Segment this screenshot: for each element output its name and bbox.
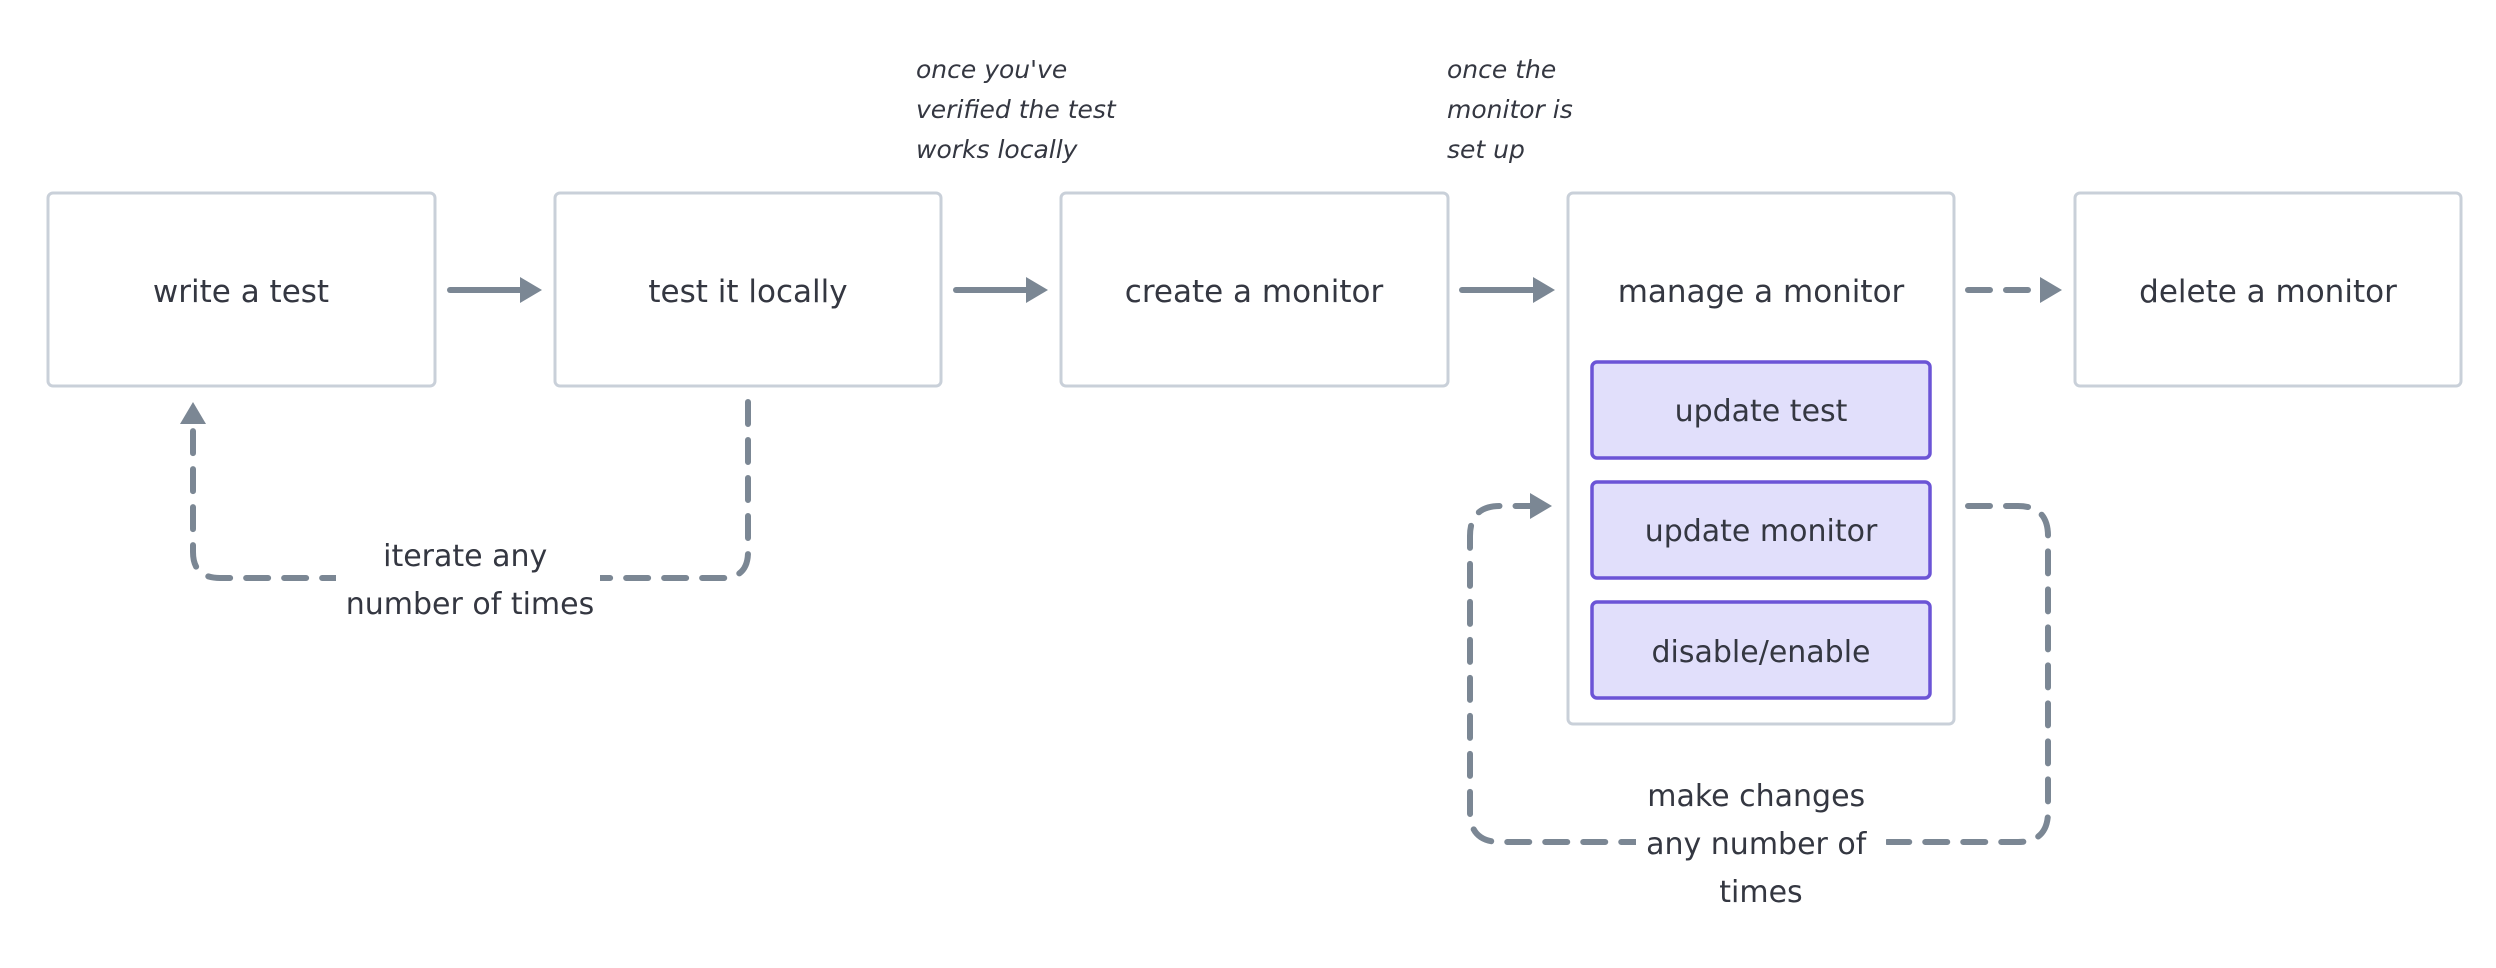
step-create-monitor: create a monitor bbox=[1059, 191, 1450, 388]
step-label: manage a monitor bbox=[1618, 274, 1905, 310]
action-update-test: update test bbox=[1590, 360, 1932, 460]
action-label: update test bbox=[1675, 394, 1848, 429]
action-disable-enable: disable/enable bbox=[1590, 600, 1932, 700]
note-monitor-set-up: once the monitor is set up bbox=[1447, 55, 1581, 164]
step-label: delete a monitor bbox=[2139, 274, 2397, 310]
arrow-test-to-create bbox=[953, 277, 1048, 303]
action-update-monitor: update monitor bbox=[1590, 480, 1932, 580]
loop-label-mask bbox=[336, 528, 600, 628]
action-box bbox=[1590, 600, 1932, 700]
step-box bbox=[553, 191, 943, 388]
action-box bbox=[1590, 480, 1932, 580]
arrow-manage-to-delete bbox=[1965, 277, 2062, 303]
step-label: create a monitor bbox=[1125, 274, 1384, 310]
step-label: test it locally bbox=[648, 274, 847, 310]
action-label: disable/enable bbox=[1651, 635, 1870, 670]
step-test-locally: test it locally bbox=[553, 191, 943, 388]
loop-label-mask bbox=[1636, 770, 1886, 920]
step-label: write a test bbox=[153, 274, 329, 310]
step-box bbox=[46, 191, 437, 388]
note-verified-locally: once you've verified the test works loca… bbox=[916, 55, 1124, 164]
loop-changes-label: make changes any number of times bbox=[1646, 779, 1876, 910]
arrow-write-to-test bbox=[447, 277, 542, 303]
action-label: update monitor bbox=[1645, 514, 1878, 549]
step-write-test: write a test bbox=[46, 191, 437, 388]
action-box bbox=[1590, 360, 1932, 460]
step-delete-monitor: delete a monitor bbox=[2073, 191, 2463, 388]
step-box bbox=[1059, 191, 1450, 388]
arrow-create-to-manage bbox=[1459, 277, 1555, 303]
loop-iterate-label: iterate any number of times bbox=[346, 539, 594, 622]
step-box bbox=[2073, 191, 2463, 388]
